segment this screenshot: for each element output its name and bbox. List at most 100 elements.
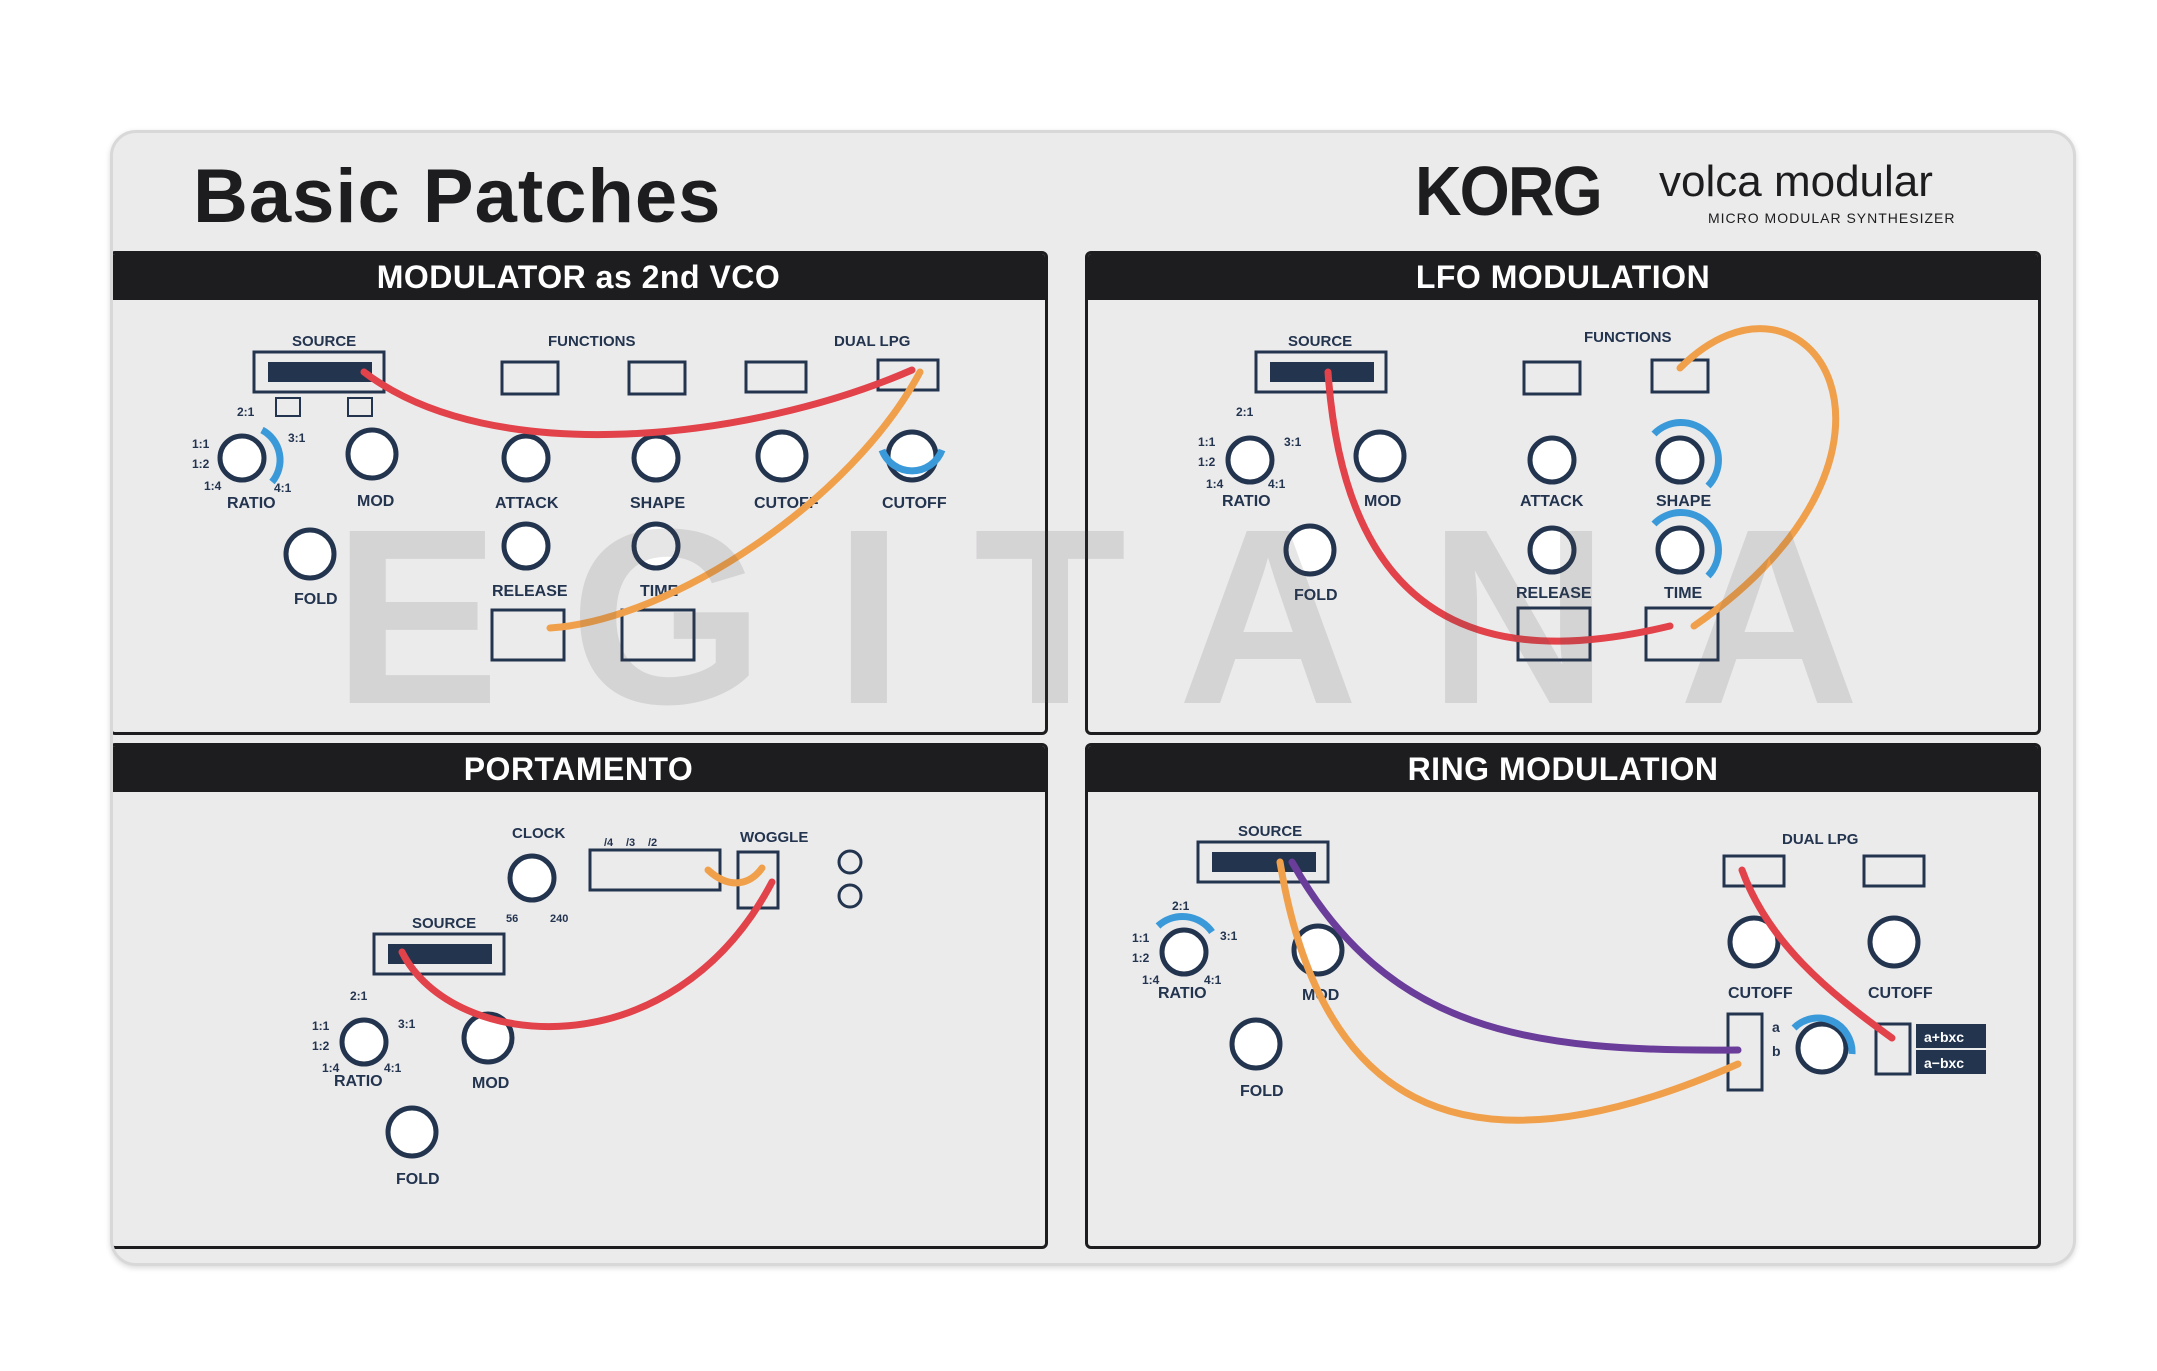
ratio-1-4: 1:4 <box>322 1061 340 1075</box>
ratio-knob[interactable] <box>342 1020 386 1064</box>
orange-patch-cable[interactable] <box>1280 862 1738 1120</box>
ratio-2-1: 2:1 <box>1236 405 1254 419</box>
label-functions: FUNCTIONS <box>548 333 636 350</box>
ratio-4-1: 4:1 <box>274 481 292 495</box>
fold-knob[interactable] <box>1286 526 1334 574</box>
ratio-1-4: 1:4 <box>204 479 222 493</box>
mod-knob[interactable] <box>1356 432 1404 480</box>
ratio-1-2: 1:2 <box>192 457 210 471</box>
release-out-jack[interactable] <box>492 610 564 660</box>
label-a: a <box>1772 1019 1780 1035</box>
function-jack-1[interactable] <box>502 362 558 394</box>
attack-knob[interactable] <box>504 436 548 480</box>
label-cutoff-1: CUTOFF <box>1728 985 1793 1002</box>
label-mod: MOD <box>1364 493 1401 510</box>
div-3: /3 <box>626 837 635 849</box>
fold-knob[interactable] <box>388 1108 436 1156</box>
label-diff: a−bxc <box>1924 1055 1964 1071</box>
time-knob[interactable] <box>1658 528 1702 572</box>
label-source: SOURCE <box>1238 823 1302 840</box>
panel-title: MODULATOR as 2nd VCO <box>112 254 1045 300</box>
label-time: TIME <box>1664 585 1703 602</box>
label-clock: CLOCK <box>512 825 565 842</box>
saw-wave-icon <box>348 398 372 416</box>
ratio-3-1: 3:1 <box>398 1017 416 1031</box>
ratio-3-1: 3:1 <box>1284 435 1302 449</box>
mod-knob[interactable] <box>348 430 396 478</box>
shape-knob[interactable] <box>634 436 678 480</box>
fold-knob[interactable] <box>286 530 334 578</box>
brand-logo: KORG <box>1415 151 1601 231</box>
label-source: SOURCE <box>1288 333 1352 350</box>
function-jack-1[interactable] <box>1524 362 1580 394</box>
label-fold: FOLD <box>1240 1083 1284 1100</box>
ratio-knob[interactable] <box>1228 438 1272 482</box>
ratio-2-1: 2:1 <box>1172 899 1190 913</box>
ratio-1-2: 1:2 <box>312 1039 330 1053</box>
panel-title: LFO MODULATION <box>1088 254 2038 300</box>
clock-max: 240 <box>550 913 568 925</box>
ratio-4-1: 4:1 <box>1268 477 1286 491</box>
patch-diagram: SOURCE FUNCTIONS RATIO 2:1 1:1 1:2 1:4 4… <box>1088 300 2038 732</box>
ratio-1-1: 1:1 <box>312 1019 330 1033</box>
panel-lfo-modulation: LFO MODULATION SOURCE FUNCTIONS RATIO 2:… <box>1085 251 2041 735</box>
woggle-led-2 <box>839 885 861 907</box>
orange-patch-cable[interactable] <box>708 868 762 883</box>
label-cutoff-2: CUTOFF <box>882 495 947 512</box>
label-mod: MOD <box>357 493 394 510</box>
label-attack: ATTACK <box>495 495 559 512</box>
ratio-knob[interactable] <box>1162 930 1206 974</box>
orange-patch-cable[interactable] <box>550 372 920 628</box>
attack-knob[interactable] <box>1530 438 1574 482</box>
clock-min: 56 <box>506 913 518 925</box>
lpg-jack-2[interactable] <box>1864 856 1924 886</box>
function-jack-2[interactable] <box>629 362 685 394</box>
label-ratio: RATIO <box>1222 493 1271 510</box>
release-out-jack[interactable] <box>1518 608 1590 660</box>
page-title: Basic Patches <box>193 153 721 240</box>
label-release: RELEASE <box>492 583 568 600</box>
panel-modulator-2nd-vco: MODULATOR as 2nd VCO SOURCE FUNCTIONS DU… <box>110 251 1048 735</box>
label-source: SOURCE <box>412 915 476 932</box>
patch-diagram: SOURCE FUNCTIONS DUAL LPG RATIO 2:1 1:1 … <box>112 300 1045 732</box>
label-woggle: WOGGLE <box>740 829 808 846</box>
label-shape: SHAPE <box>1656 493 1711 510</box>
shape-knob[interactable] <box>1658 438 1702 482</box>
ratio-1-1: 1:1 <box>1132 931 1150 945</box>
fold-knob[interactable] <box>1232 1020 1280 1068</box>
ratio-1-4: 1:4 <box>1142 973 1160 987</box>
product-name: volca modular <box>1659 157 1933 207</box>
release-knob[interactable] <box>1530 528 1574 572</box>
patch-diagram: CLOCK 56 240 /4 /3 /2 WOGGLE SOURCE RATI… <box>112 792 1045 1246</box>
source-jacks <box>268 362 372 382</box>
ratio-3-1: 3:1 <box>1220 929 1238 943</box>
pulse-wave-icon <box>276 398 300 416</box>
clock-div-jacks[interactable] <box>590 850 720 890</box>
label-source: SOURCE <box>292 333 356 350</box>
red-patch-cable[interactable] <box>364 370 912 435</box>
label-dual-lpg: DUAL LPG <box>1782 831 1858 848</box>
ratio-knob[interactable] <box>220 436 264 480</box>
clock-knob[interactable] <box>510 856 554 900</box>
div-2: /2 <box>648 837 657 849</box>
ratio-4-1: 4:1 <box>1204 973 1222 987</box>
lpg-jack-1[interactable] <box>1724 856 1784 886</box>
div-4: /4 <box>604 837 614 849</box>
ratio-2-1: 2:1 <box>237 405 255 419</box>
source-jacks <box>1212 852 1316 872</box>
time-out-jack[interactable] <box>622 610 694 660</box>
product-tagline: MICRO MODULAR SYNTHESIZER <box>1708 210 1955 226</box>
purple-patch-cable[interactable] <box>1292 862 1738 1050</box>
cutoff-knob-2[interactable] <box>1870 918 1918 966</box>
ratio-1-4: 1:4 <box>1206 477 1224 491</box>
ratio-1-2: 1:2 <box>1132 951 1150 965</box>
orange-patch-cable[interactable] <box>1680 329 1836 626</box>
time-knob[interactable] <box>634 524 678 568</box>
ring-mod-knob[interactable] <box>1798 1024 1846 1072</box>
patch-diagram: SOURCE RATIO 2:1 1:1 1:2 1:4 4:1 3:1 MOD… <box>1088 792 2038 1246</box>
lpg-jack-1[interactable] <box>746 362 806 392</box>
panel-title: RING MODULATION <box>1088 746 2038 792</box>
cutoff-knob-1[interactable] <box>758 432 806 480</box>
ratio-4-1: 4:1 <box>384 1061 402 1075</box>
release-knob[interactable] <box>504 524 548 568</box>
